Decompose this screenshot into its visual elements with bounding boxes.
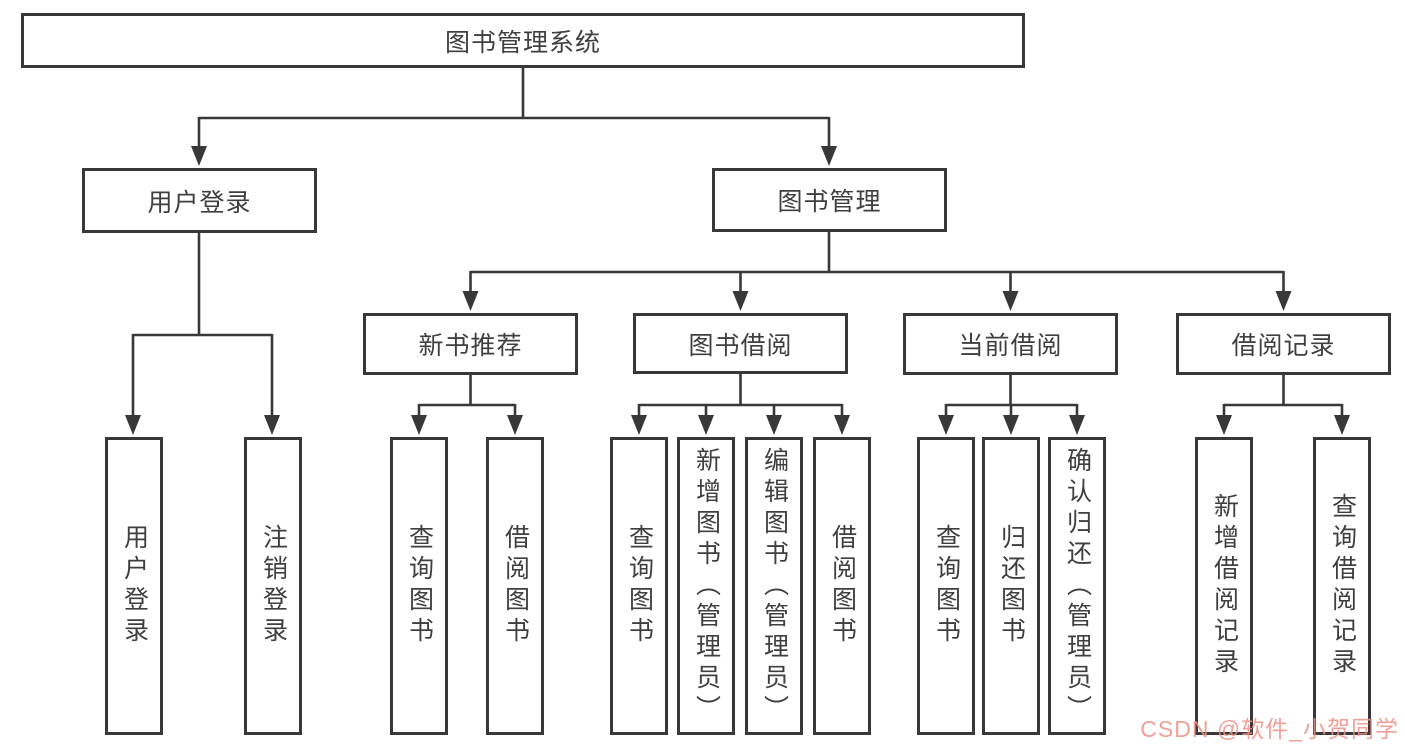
- leaf-return-books: 归还图书: [982, 437, 1040, 735]
- leaf-confirm-return-admin: 确认归还（管理员）: [1048, 437, 1106, 735]
- node-new-book-recommend: 新书推荐: [363, 313, 578, 375]
- leaf-borrow-books-recommend: 借阅图书: [486, 437, 544, 735]
- node-book-management: 图书管理: [712, 168, 947, 232]
- leaf-add-books-admin: 新增图书（管理员）: [677, 437, 735, 735]
- node-library-system: 图书管理系统: [21, 13, 1025, 68]
- leaf-edit-books-admin: 编辑图书（管理员）: [745, 437, 803, 735]
- node-borrowing-records: 借阅记录: [1176, 313, 1391, 375]
- node-book-borrowing: 图书借阅: [633, 313, 848, 374]
- leaf-borrow-books-borrowing: 借阅图书: [813, 437, 871, 735]
- leaf-query-borrow-record: 查询借阅记录: [1313, 437, 1371, 735]
- csdn-watermark: CSDN @软件_小贺同学: [1140, 716, 1399, 742]
- node-user-login: 用户登录: [82, 168, 317, 233]
- leaf-query-books-borrowing: 查询图书: [610, 437, 668, 735]
- leaf-logout: 注销登录: [244, 437, 302, 735]
- node-current-borrowing: 当前借阅: [903, 313, 1118, 375]
- leaf-query-books-current: 查询图书: [917, 437, 975, 735]
- leaf-query-books-recommend: 查询图书: [390, 437, 448, 735]
- leaf-user-login: 用户登录: [105, 437, 163, 735]
- leaf-add-borrow-record: 新增借阅记录: [1195, 437, 1253, 735]
